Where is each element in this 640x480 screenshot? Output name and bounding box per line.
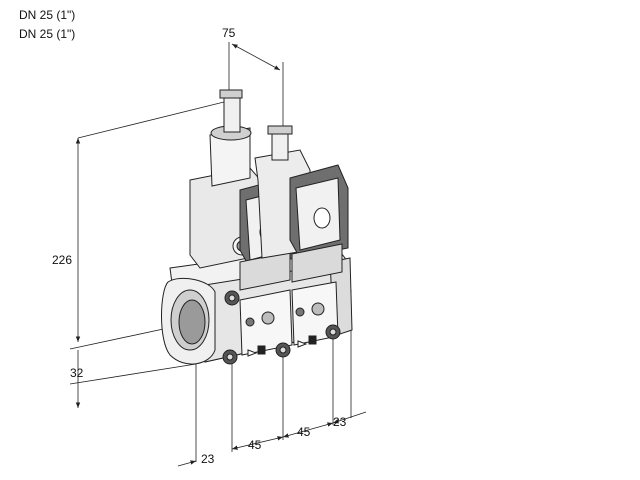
dimension-bottom-offset: 32	[70, 366, 84, 380]
product-title-1: DN 25 (1")	[19, 8, 76, 22]
dimension-top-width: 75	[222, 26, 236, 40]
dimension-width-2: 45	[248, 438, 262, 452]
product-title-2: DN 25 (1")	[19, 27, 76, 41]
dimension-width-4: 23	[333, 415, 347, 429]
dimension-height: 226	[52, 253, 73, 267]
dimension-width-3: 45	[297, 425, 311, 439]
dimension-width-1: 23	[201, 452, 215, 466]
actuator-right	[254, 125, 349, 283]
